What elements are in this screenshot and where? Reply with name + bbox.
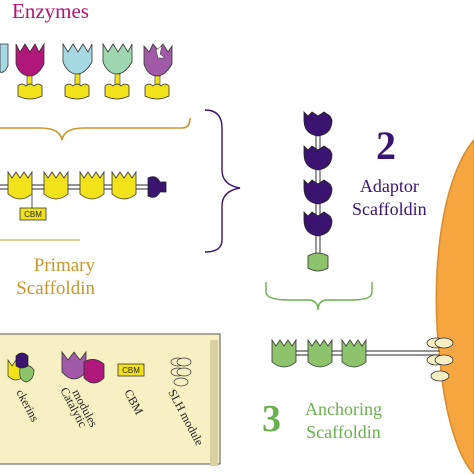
anchoring-label-line2: Scaffoldin	[306, 422, 381, 443]
primary-scaffoldin	[0, 170, 167, 221]
anchoring-label-line1: Anchoring	[305, 399, 382, 419]
anchoring-number: 3	[262, 398, 281, 440]
anchoring-scaffoldin-label: Anchoring Scaffoldin	[305, 398, 382, 445]
primary-label-line2: Scaffoldin	[16, 277, 95, 299]
enzymes-bracket	[0, 117, 191, 141]
enzyme-green	[102, 42, 133, 100]
primary-scaffoldin-label: Primary Scaffoldin	[0, 255, 95, 301]
primary-label-line1: Primary	[33, 255, 95, 276]
legend-slh-icon	[170, 357, 192, 387]
cell-surface	[435, 138, 474, 474]
big-brace	[204, 109, 241, 253]
anchoring-bracket	[265, 282, 373, 311]
adaptor-scaffoldin-label: Adaptor Scaffoldin	[352, 175, 427, 220]
adaptor-label-line2: Scaffoldin	[352, 198, 427, 219]
adaptor-scaffoldin	[303, 111, 333, 272]
adaptor-label-line1: Adaptor	[359, 176, 419, 196]
anchoring-scaffoldin	[271, 337, 454, 382]
legend-catalytic-icon	[61, 350, 105, 384]
enzyme-row	[0, 42, 173, 100]
legend-cbm-icon	[117, 363, 145, 377]
enzyme-lightblue	[62, 42, 93, 100]
legend-cbm-tag: CBM	[122, 366, 140, 375]
enzyme-partial	[0, 43, 9, 73]
enzyme-magenta	[15, 42, 45, 100]
cbm-tag: CBM	[24, 210, 42, 219]
legend-panel: CBM ckerins Catalytic modules CBM SLH mo…	[0, 333, 221, 466]
enzyme-purple	[143, 43, 173, 100]
enzymes-label: Enzymes	[12, 0, 89, 23]
adaptor-number: 2	[376, 123, 396, 168]
legend-dockerins-icon	[7, 352, 35, 383]
